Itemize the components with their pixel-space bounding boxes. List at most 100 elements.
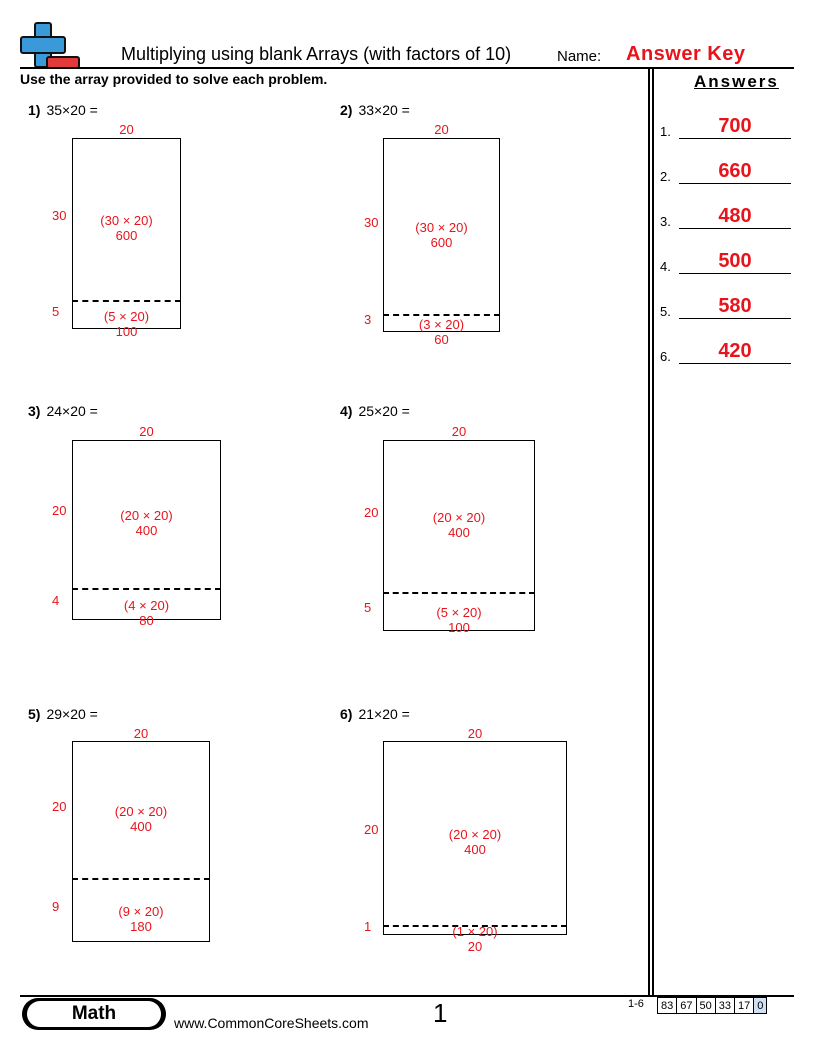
score-cell: 83 [656,997,678,1014]
answer-number: 1. [660,124,671,139]
problem-label: 2)33×20 = [340,102,410,118]
answer-line [679,183,791,184]
array-box [72,138,181,329]
tens-expression: (30 × 20) [100,213,153,228]
problem-expression: 21×20 = [358,706,410,722]
tens-expression: (20 × 20) [120,508,173,523]
array-tens-label: 30 [52,208,67,223]
tens-product: (30 × 20) 600 [72,213,181,243]
array-ones-label: 4 [52,593,60,608]
answer-number: 2. [660,169,671,184]
tens-product: (20 × 20) 400 [383,510,535,540]
array-tens-label: 20 [52,503,67,518]
array-split-line [383,592,535,594]
worksheet-title: Multiplying using blank Arrays (with fac… [121,44,512,64]
answer-value: 700 [718,115,752,137]
array-split-line [383,314,500,316]
array-ones-label: 3 [364,312,372,327]
array-tens-label: 30 [364,215,379,230]
array-ones-label: 5 [52,304,60,319]
ones-expression: (5 × 20) [436,605,482,620]
problem-expression: 33×20 = [358,102,410,118]
answer-line [679,273,791,274]
array-tens-label: 20 [52,799,67,814]
tens-expression: (20 × 20) [448,827,502,842]
array-box [383,440,535,631]
array-box [383,138,500,332]
array-box [72,440,221,620]
answer-value: 420 [718,340,752,362]
tens-product-value: 400 [130,819,152,834]
answer-line [679,228,791,229]
ones-expression: (9 × 20) [118,904,164,919]
tens-product-value: 600 [115,228,138,243]
tens-product-value: 600 [430,235,453,250]
array-box [383,741,567,935]
answer-line [679,318,791,319]
problem-number: 6) [340,706,353,722]
array-ones-label: 9 [52,899,60,914]
score-cell: 33 [714,997,736,1014]
ones-expression: (1 × 20) [452,924,498,939]
array-split-line [383,925,567,927]
plus-icon-bar [20,36,66,54]
ones-product-value: 20 [467,939,483,954]
tens-expression: (30 × 20) [415,220,468,235]
problem-number: 3) [28,403,41,419]
answer-line [679,363,791,364]
ones-product-value: 100 [448,620,470,635]
ones-expression: (4 × 20) [123,598,170,613]
tens-product: (30 × 20) 600 [383,220,500,250]
name-label: Name: [557,48,602,65]
tens-product-value: 400 [135,523,158,538]
problem-number: 1) [28,102,41,118]
tens-expression: (20 × 20) [432,510,486,525]
ones-product: (1 × 20) 20 [383,924,567,954]
answer-value: 660 [718,160,752,182]
header-divider [20,67,794,69]
instructions: Use the array provided to solve each pro… [20,71,328,87]
problem-expression: 29×20 = [46,706,98,722]
ones-product: (3 × 20) 60 [383,317,500,347]
footer-divider [20,995,794,997]
tens-product: (20 × 20) 400 [383,827,567,857]
ones-expression: (5 × 20) [103,309,150,324]
array-split-line [72,878,210,880]
answer-line [679,138,791,139]
array-tens-label: 20 [364,822,379,837]
answer-number: 6. [660,349,671,364]
answer-value: 500 [718,250,752,272]
score-table: 83 67 50 33 17 0 [656,997,768,1014]
ones-expression: (3 × 20) [418,317,465,332]
answer-number: 3. [660,214,671,229]
ones-product: (9 × 20) 180 [72,904,210,934]
array-top-label: 20 [467,726,483,741]
problem-label: 1)35×20 = [28,102,98,118]
answer-column-divider-inner [652,67,654,995]
answers-heading: Answers [694,72,779,91]
site-url: www.CommonCoreSheets.com [174,1015,369,1031]
problem-range: 1-6 [628,998,644,1010]
tens-product-value: 400 [464,842,486,857]
tens-product: (20 × 20) 400 [72,804,210,834]
answer-value: 580 [718,295,752,317]
problem-label: 5)29×20 = [28,706,98,722]
ones-product: (5 × 20) 100 [383,605,535,635]
array-box [72,741,210,942]
answer-key-label: Answer Key [626,43,746,65]
ones-product: (4 × 20) 80 [72,598,221,628]
tens-product-value: 400 [448,525,470,540]
array-split-line [72,300,181,302]
score-cell: 17 [733,997,755,1014]
array-ones-label: 5 [364,600,372,615]
problem-label: 3)24×20 = [28,403,98,419]
ones-product-value: 60 [434,332,449,347]
ones-product: (5 × 20) 100 [72,309,181,339]
answer-value: 480 [718,205,752,227]
array-top-label: 20 [451,424,467,439]
ones-product-value: 180 [130,919,152,934]
answer-number: 4. [660,259,671,274]
array-top-label: 20 [139,424,154,439]
array-top-label: 20 [119,122,134,137]
tens-expression: (20 × 20) [114,804,168,819]
